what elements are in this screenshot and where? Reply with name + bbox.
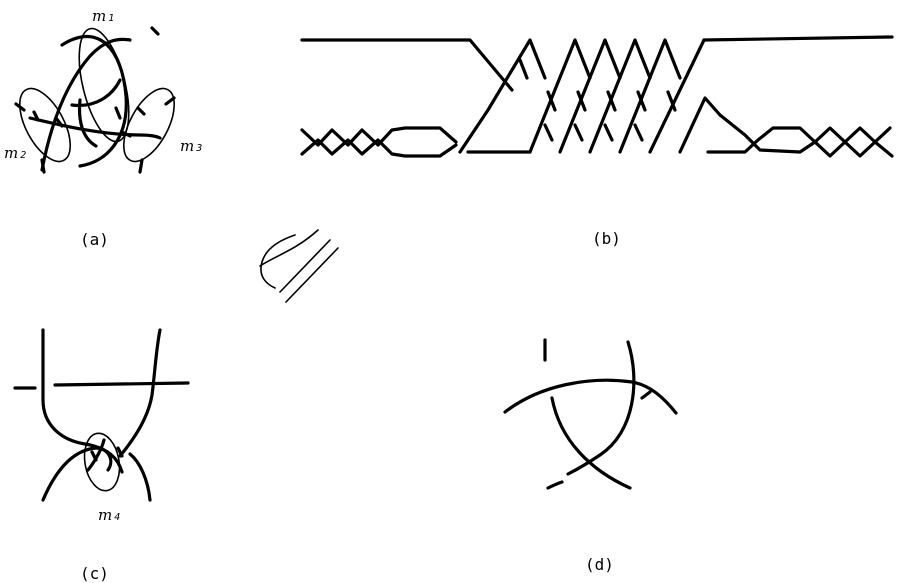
braid-strand — [706, 126, 892, 154]
crossing-tick — [116, 446, 124, 458]
braid-strand — [702, 35, 894, 42]
caption-d: (d) — [585, 555, 614, 574]
parallel-strand — [285, 247, 339, 303]
caption-a: (a) — [80, 230, 109, 249]
braid-strand — [678, 96, 722, 154]
knot-strand — [70, 78, 122, 108]
crossing-tick — [138, 158, 144, 174]
braid-strand — [300, 126, 458, 147]
crossing-tick — [136, 106, 146, 116]
braid-strand — [618, 38, 682, 154]
knot-strand — [128, 452, 152, 502]
crossing-tick — [164, 96, 176, 106]
meridian-m4-circle — [83, 432, 121, 492]
crossing-tick — [54, 116, 64, 128]
braid-strand — [528, 38, 592, 154]
braid-strand — [588, 38, 652, 154]
braid-strand — [558, 38, 622, 154]
crossing-tick — [40, 158, 46, 174]
braid-strand — [718, 113, 894, 158]
braid-strand — [300, 38, 514, 92]
crossing-tick — [14, 102, 26, 112]
knot-strand — [550, 396, 632, 490]
knot-strand — [41, 446, 113, 502]
crossing-tick — [518, 58, 529, 80]
crossing-tick — [90, 450, 98, 462]
knot-strand — [60, 34, 128, 168]
crossing-tick — [573, 123, 584, 142]
meridian-m2-circle — [19, 87, 71, 163]
knot-strand — [118, 328, 162, 458]
braid-strand — [300, 138, 458, 158]
braid-strand — [648, 38, 706, 154]
knot-strand — [546, 480, 564, 490]
crossing-tick — [636, 90, 647, 112]
crossing-tick — [114, 106, 122, 120]
panel-d: (d) — [503, 338, 678, 574]
crossing-tick — [32, 110, 40, 122]
knot-strand — [41, 328, 124, 474]
crossing-tick — [666, 90, 677, 112]
crossing-tick — [546, 90, 557, 112]
knot-strand — [503, 378, 678, 415]
crossing-tick — [150, 26, 160, 36]
panel-b: (b) — [300, 35, 894, 248]
meridian-m3-circle — [123, 87, 175, 163]
horizontal-strand — [53, 381, 190, 387]
crossing-tick — [606, 90, 617, 112]
knot-strand — [566, 340, 636, 476]
parallel-strand — [279, 239, 331, 293]
knot-strand — [28, 116, 162, 140]
crossing-tick — [576, 90, 587, 112]
braid-strand — [458, 38, 547, 154]
crossing-tick — [640, 390, 652, 400]
crossing-symbol — [259, 229, 339, 303]
wavy-strand — [259, 229, 319, 267]
wavy-strand — [260, 234, 296, 289]
crossing-tick — [633, 123, 644, 142]
knot-strand — [77, 98, 98, 148]
knot-strand — [86, 438, 106, 472]
knot-strand — [40, 37, 132, 172]
crossing-tick — [543, 123, 554, 142]
crossing-tick — [603, 123, 614, 142]
caption-c: (c) — [80, 564, 109, 583]
crossing-tick — [120, 130, 132, 138]
caption-b: (b) — [592, 229, 621, 248]
